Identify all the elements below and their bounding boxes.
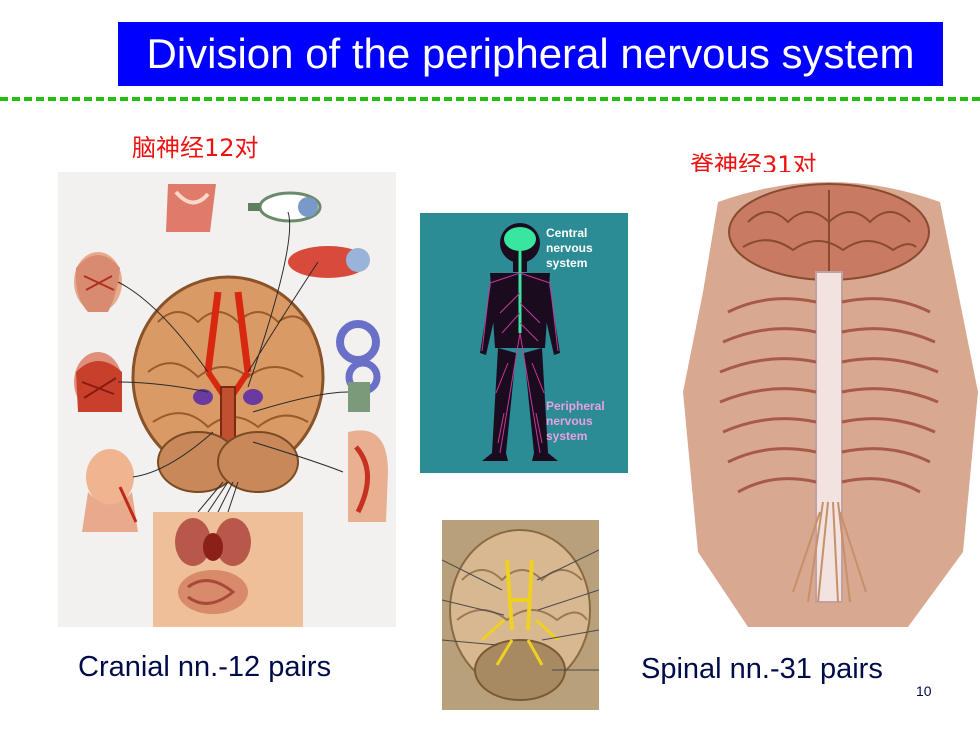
- label-pointer-lines: [442, 549, 599, 671]
- dashed-divider: [0, 97, 980, 101]
- central-nervous-system-highlight: [504, 227, 536, 333]
- spinal-cord: [815, 271, 843, 603]
- page-number: 10: [916, 683, 932, 699]
- nasal-cavity-inset: [166, 184, 216, 232]
- brain-base-photo: [442, 520, 599, 710]
- throat-cutaway-inset: [348, 430, 388, 522]
- brain-top: [728, 183, 930, 281]
- eye-muscles-inset: [288, 246, 370, 278]
- cns-label-line3: system: [546, 256, 587, 270]
- pns-label-line3: system: [546, 429, 587, 443]
- torso-organs-inset: [153, 512, 303, 627]
- pns-label-line1: Peripheral: [546, 399, 605, 413]
- rib-nerves: [719, 297, 939, 494]
- cranial-nerves-illustration: [58, 172, 396, 627]
- cns-label-line1: Central: [546, 226, 587, 240]
- peripheral-nerves-lines: [481, 272, 559, 454]
- spinal-cord-dissection: [678, 172, 980, 627]
- nerve-lines: [117, 211, 349, 513]
- pns-label-line2: nervous: [546, 414, 593, 428]
- spinal-nerves-caption: Spinal nn.-31 pairs: [641, 653, 883, 685]
- cns-label-line2: nervous: [546, 241, 593, 255]
- inner-ear-inset: [336, 320, 381, 412]
- cauda-equina: [792, 501, 867, 603]
- nervous-system-body-diagram: Central nervous system Peripheral nervou…: [420, 213, 628, 473]
- eye-inset: [248, 191, 322, 223]
- brain-base: [131, 275, 325, 493]
- cranial-nerves-caption: Cranial nn.-12 pairs: [78, 651, 332, 683]
- slide-title: Division of the peripheral nervous syste…: [118, 22, 943, 86]
- cranial-nerves-cn-label: 脑神经12对: [132, 134, 259, 162]
- head-figure-bottom: [82, 449, 138, 532]
- head-figure-top: [74, 252, 122, 312]
- head-figure-middle: [74, 352, 122, 412]
